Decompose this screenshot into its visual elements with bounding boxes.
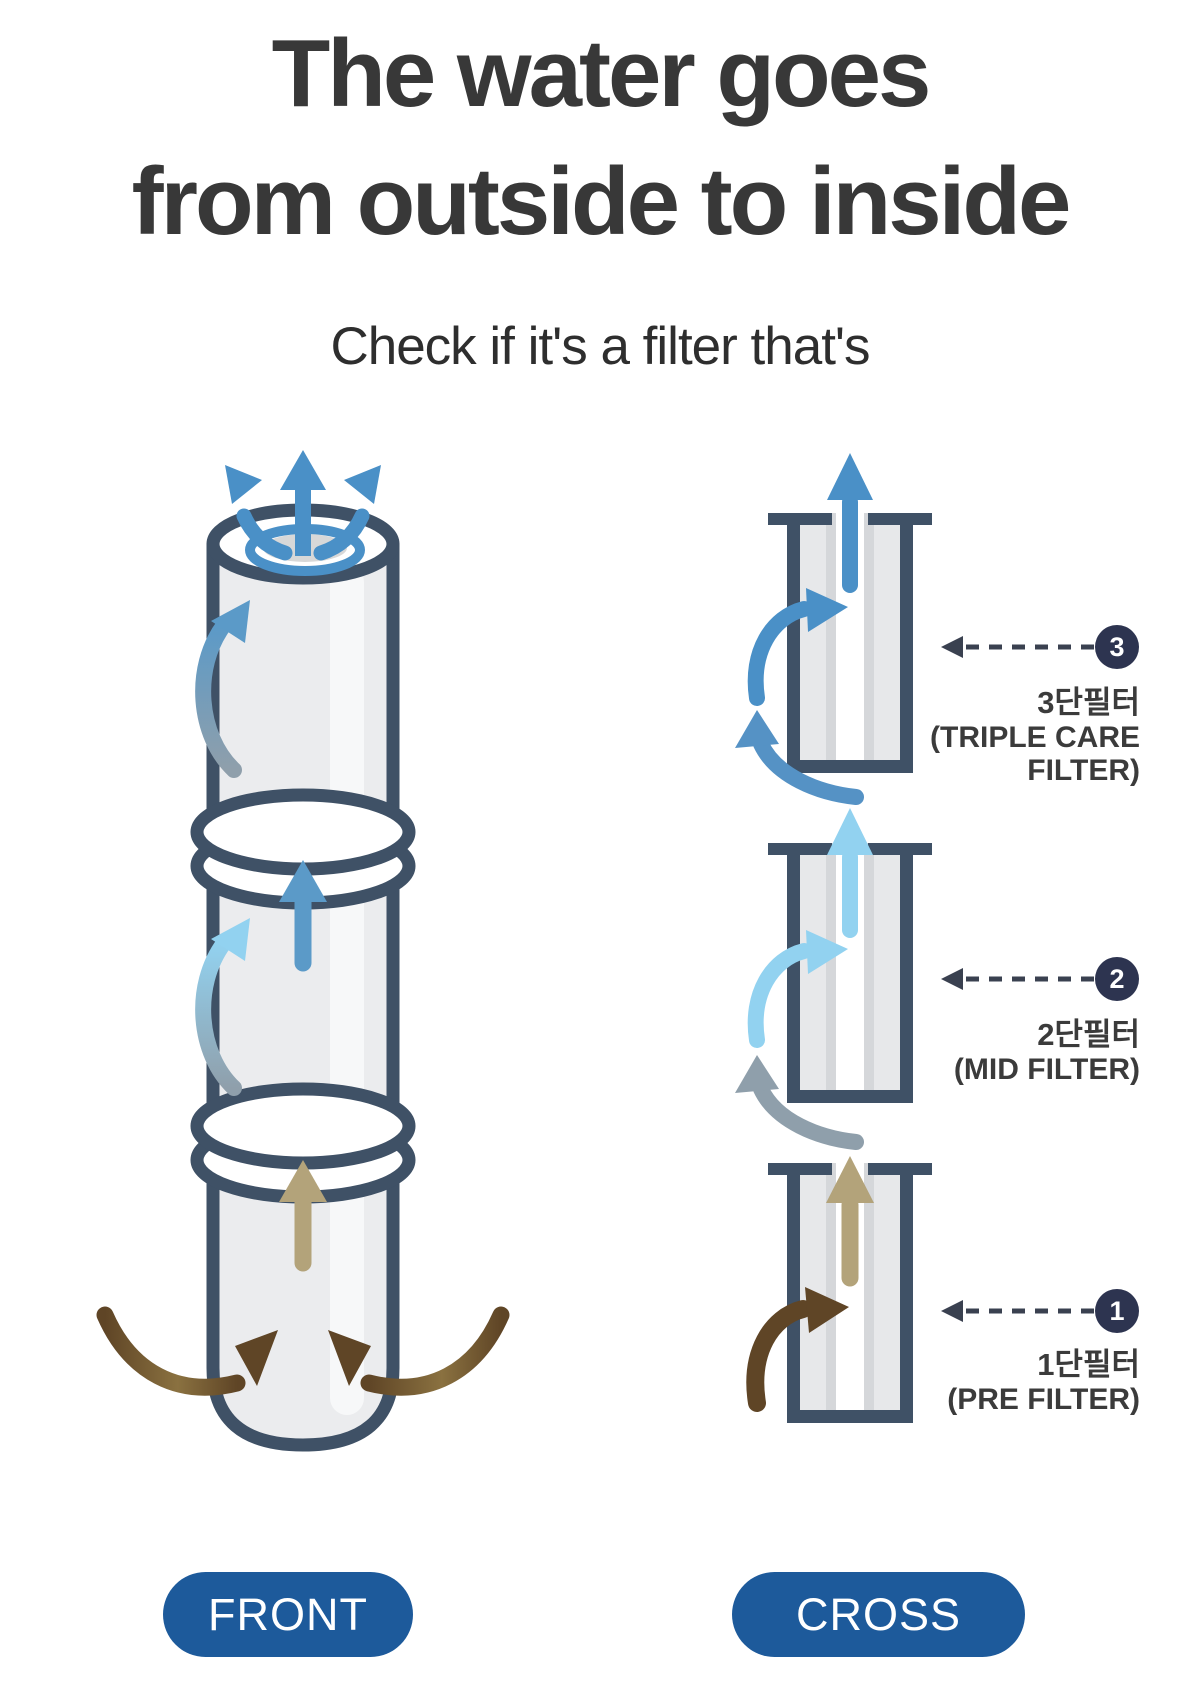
stage2-label-en: (MID FILTER) (953, 1052, 1140, 1086)
connector-stage1-to-2 (735, 1055, 864, 1150)
stage2-number-badge: 2 (1095, 957, 1139, 1001)
title-line-1: The water goes (271, 20, 932, 127)
stage1-out-arrow (826, 1156, 874, 1287)
outlet-arrow-up-icon (280, 450, 326, 556)
callout-arrow-stage1 (941, 1300, 1094, 1322)
connector-stage2-to-3 (735, 710, 864, 805)
stage1-label-ko: 1단필터 (1037, 1347, 1140, 1382)
cylinder-body (206, 538, 400, 1452)
stage3-out-arrow (827, 453, 873, 593)
front-view (96, 450, 510, 1452)
outlet-arrow-left-icon (225, 465, 293, 561)
stage2-label: 2단필터 (MID FILTER) (880, 1017, 1140, 1086)
stage2-label-ko: 2단필터 (1037, 1017, 1140, 1052)
stage1-label: 1단필터 (PRE FILTER) (880, 1347, 1140, 1416)
stage3-label-en: (TRIPLE CARE FILTER) (930, 720, 1140, 788)
stage2-in-arrow (747, 930, 848, 1048)
page-subtitle: Check if it's a filter that's (330, 317, 870, 376)
inlet-arrow-right-icon (328, 1306, 510, 1396)
coupling-ring-lower (190, 1082, 416, 1204)
stage3-label-ko: 3단필터 (1037, 685, 1140, 720)
page-title: The water goes from outside to inside (0, 10, 1200, 265)
callout-arrow-stage2 (941, 968, 1094, 990)
title-line-2: from outside to inside (131, 147, 1072, 255)
stage3-label: 3단필터 (TRIPLE CARE FILTER) (880, 685, 1140, 788)
stage1-number-badge: 1 (1095, 1289, 1139, 1333)
cylinder-highlight (330, 565, 364, 1415)
stage3-in-arrow (747, 588, 848, 706)
cross-view-button[interactable]: CROSS (732, 1572, 1025, 1657)
stage1-label-en: (PRE FILTER) (947, 1382, 1140, 1416)
outlet-arrow-right-icon (313, 465, 381, 561)
callout-arrow-stage3 (941, 636, 1094, 658)
stage1-up-arrow-front (279, 1160, 327, 1272)
cross-view (735, 453, 1094, 1423)
stage2-out-arrow (827, 808, 873, 938)
front-view-button[interactable]: FRONT (163, 1572, 413, 1657)
side-flow-arrow-lower (195, 918, 250, 1096)
stage2-up-arrow-front (279, 860, 327, 972)
stage1-in-arrow (746, 1287, 849, 1412)
cross-vessel-stage3 (768, 513, 932, 773)
inlet-arrow-left-icon (96, 1306, 278, 1396)
side-flow-arrow-upper (195, 600, 250, 778)
stage3-number-badge: 3 (1095, 625, 1139, 669)
